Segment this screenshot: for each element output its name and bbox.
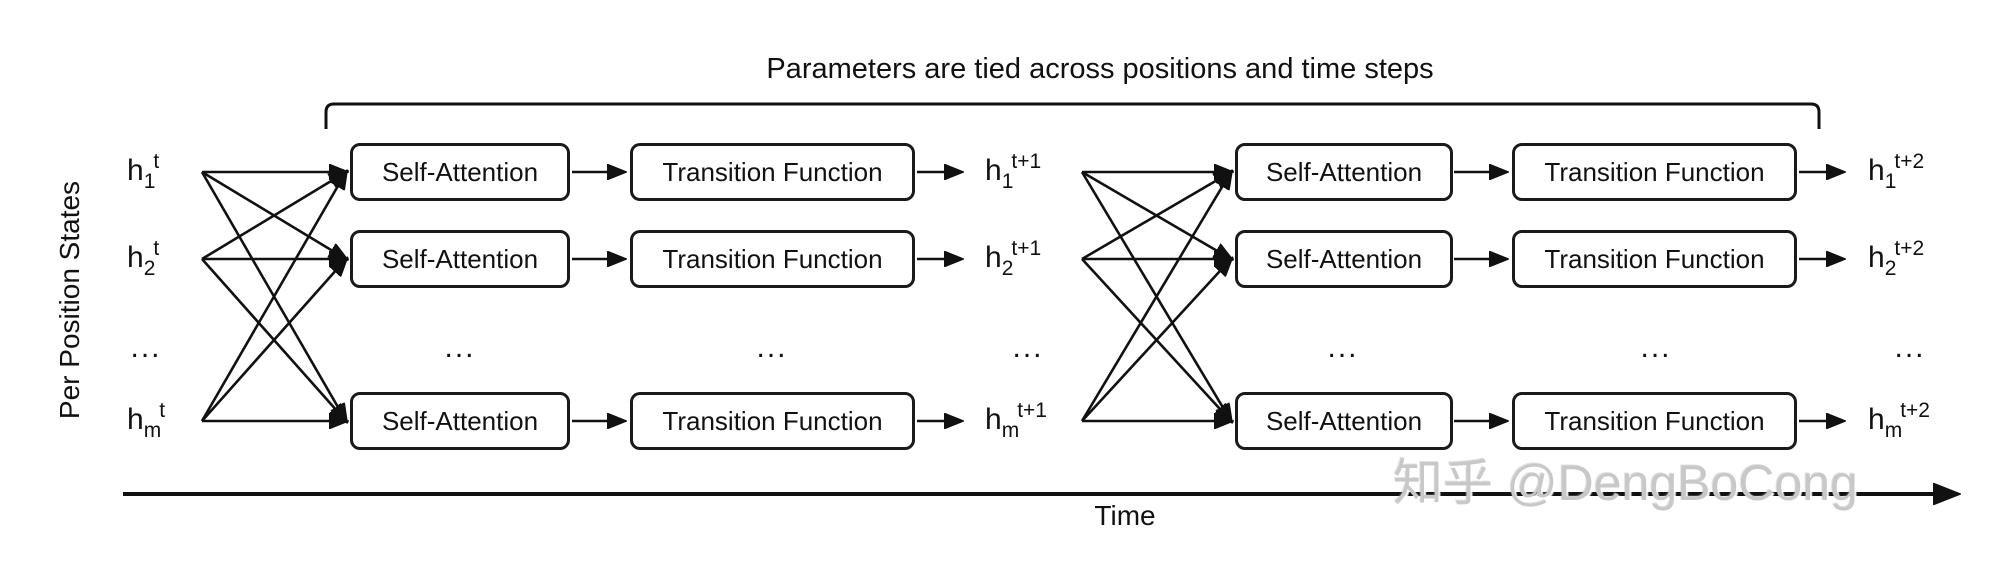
sa-to-tf-arrows-block2 [1454, 172, 1506, 421]
state-label-hm-t: hmt [127, 399, 166, 442]
watermark: 知乎 @DengBoCong [1393, 455, 1858, 511]
self-attention-box: Self-Attention [1235, 230, 1453, 288]
state-label-h2-t: h2t [127, 237, 160, 280]
y-axis-label: Per Position States [54, 180, 85, 420]
state-label-hm-t2: hmt+2 [1868, 399, 1930, 442]
ellipsis-states-t: ... [130, 331, 162, 364]
tf-to-state-arrows-block1 [917, 172, 961, 421]
self-attention-box: Self-Attention [1235, 143, 1453, 201]
self-attention-box: Self-Attention [350, 143, 570, 201]
ellipsis-states-t2: ... [1894, 331, 1926, 364]
state-label-h1-t: h1t [127, 150, 160, 193]
ellipsis-states-t1: ... [1012, 331, 1044, 364]
ellipsis-self-attention-block2: ... [1327, 331, 1359, 364]
transition-function-box: Transition Function [630, 143, 915, 201]
state-label-h2-t1: h2t+1 [985, 237, 1042, 280]
self-attention-box: Self-Attention [1235, 392, 1453, 450]
state-label-h1-t2: h1t+2 [1868, 150, 1925, 193]
diagram-title: Parameters are tied across positions and… [766, 53, 1434, 85]
transition-function-box: Transition Function [1512, 392, 1797, 450]
tf-to-state-arrows-block2 [1799, 172, 1843, 421]
self-attention-box: Self-Attention [350, 230, 570, 288]
sa-to-tf-arrows-block1 [572, 172, 624, 421]
state-label-h1-t1: h1t+1 [985, 150, 1042, 193]
transition-function-box: Transition Function [630, 392, 915, 450]
state-label-hm-t1: hmt+1 [985, 399, 1047, 442]
self-attention-box: Self-Attention [350, 392, 570, 450]
transition-function-box: Transition Function [1512, 143, 1797, 201]
fan-arrows-block1 [200, 172, 346, 421]
ellipsis-transition-block1: ... [756, 331, 788, 364]
tied-parameters-bracket [324, 102, 1821, 129]
state-label-h2-t2: h2t+2 [1868, 237, 1925, 280]
ellipsis-self-attention-block1: ... [444, 331, 476, 364]
fan-arrows-block2 [1080, 172, 1231, 421]
transition-function-box: Transition Function [1512, 230, 1797, 288]
ellipsis-transition-block2: ... [1640, 331, 1672, 364]
transition-function-box: Transition Function [630, 230, 915, 288]
x-axis-label: Time [1094, 500, 1156, 531]
